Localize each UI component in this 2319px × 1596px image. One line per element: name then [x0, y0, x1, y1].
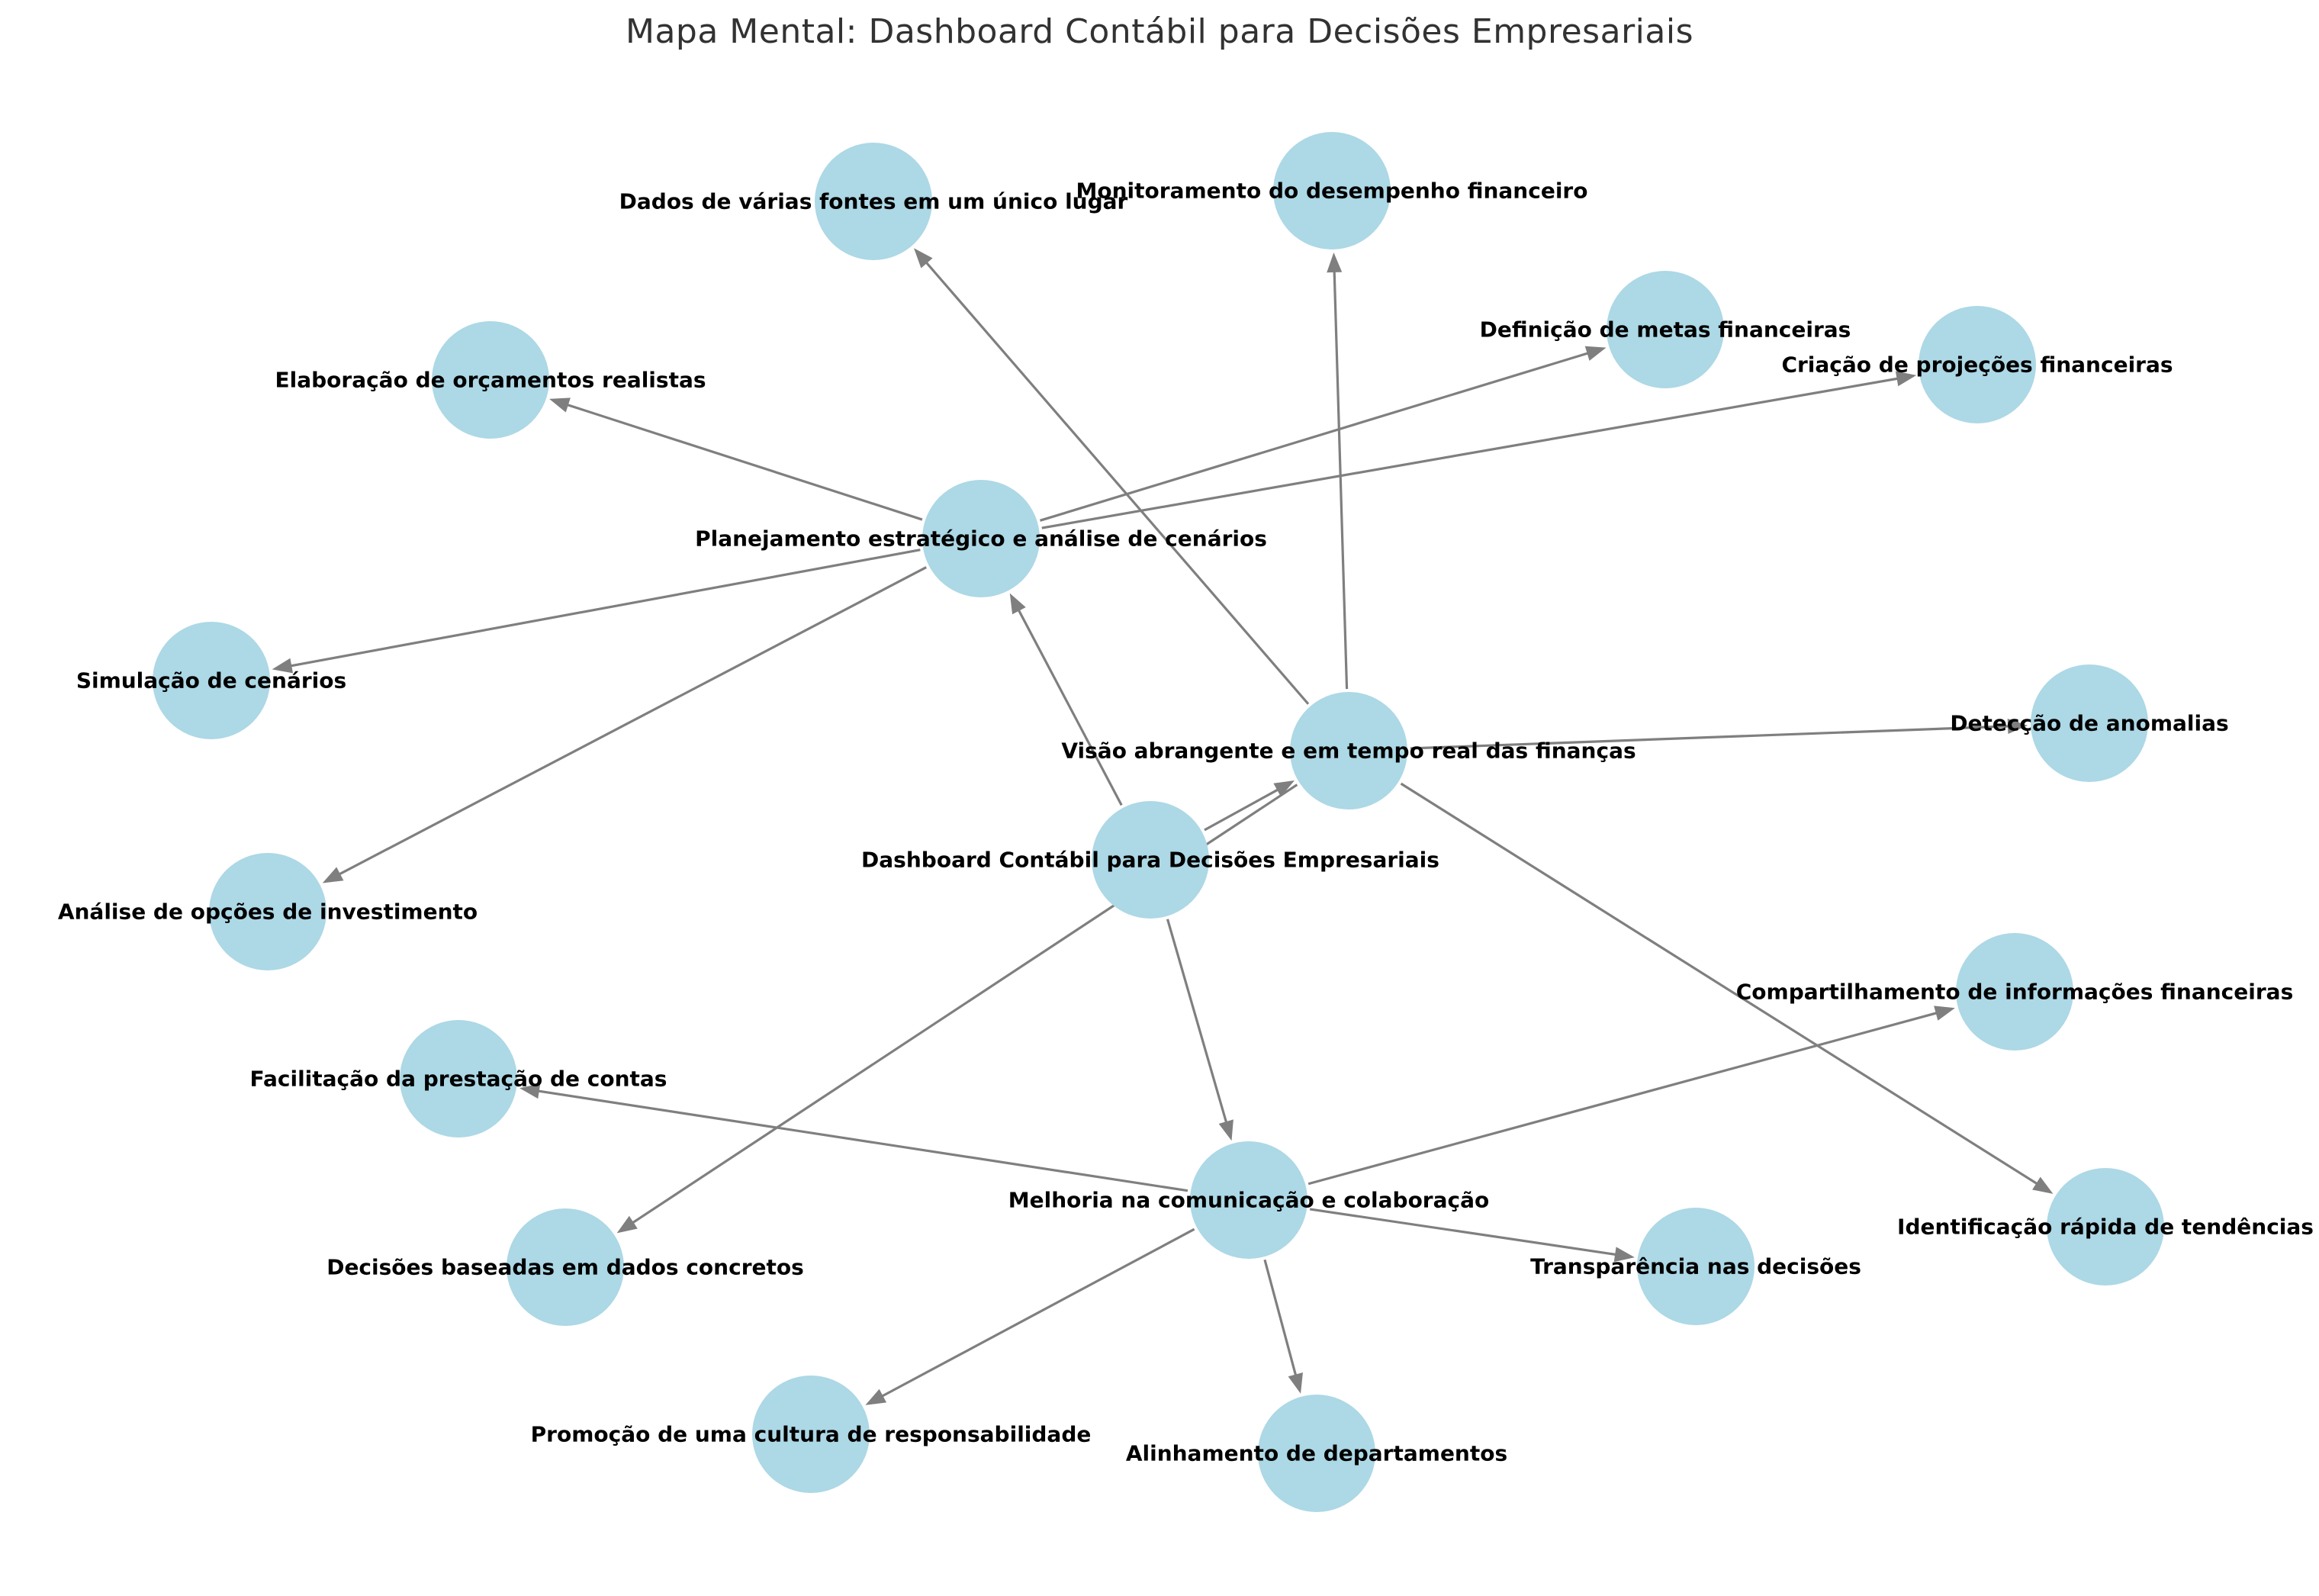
node-label-visao: Visão abrangente e em tempo real das fin…	[1061, 738, 1636, 764]
edge-line-planejamento-elaboracao	[563, 402, 923, 521]
node-label-decisoes: Decisões baseadas em dados concretos	[326, 1255, 804, 1280]
edge-arrowhead-melhoria-facilitacao	[519, 1083, 541, 1099]
node-circle-decisoes	[507, 1208, 624, 1326]
edge-line-melhoria-promocao	[878, 1228, 1195, 1399]
node-circle-compartilhamento	[1956, 933, 2073, 1051]
node-circle-simulacao	[153, 622, 270, 739]
node-label-definicao: Definição de metas financeiras	[1480, 317, 1851, 343]
edge-arrowhead-planejamento-definicao	[1584, 346, 1607, 361]
edge-arrowhead-melhoria-transparencia	[1613, 1247, 1635, 1263]
node-label-dashboard: Dashboard Contábil para Decisões Empresa…	[861, 848, 1439, 873]
node-circle-identificacao	[2047, 1168, 2164, 1285]
node-circle-promocao	[752, 1376, 870, 1493]
node-circle-analise	[209, 853, 326, 970]
node-label-monitoramento: Monitoramento do desempenho financeiro	[1076, 179, 1588, 204]
edge-arrowhead-visao-decisoes	[616, 1215, 638, 1234]
edge-arrowhead-dashboard-melhoria	[1218, 1119, 1233, 1141]
edge-arrowhead-visao-monitoramento	[1327, 252, 1343, 273]
node-circle-planejamento	[922, 480, 1040, 597]
node-circle-melhoria	[1190, 1141, 1307, 1259]
node-label-compartilhamento: Compartilhamento de informações financei…	[1736, 980, 2294, 1005]
edge-line-visao-dados	[922, 259, 1310, 705]
labels-layer: Dashboard Contábil para Decisões Empresa…	[58, 179, 2314, 1466]
node-label-elaboracao: Elaboração de orçamentos realistas	[275, 368, 706, 393]
edge-arrowhead-planejamento-elaboracao	[549, 397, 571, 413]
edge-arrowhead-planejamento-criacao	[1895, 371, 1917, 387]
edge-line-planejamento-criacao	[1041, 376, 1902, 529]
edge-line-planejamento-definicao	[1039, 350, 1592, 522]
edge-line-melhoria-compartilhamento	[1307, 1010, 1941, 1186]
edge-line-planejamento-analise	[335, 566, 927, 877]
node-label-melhoria: Melhoria na comunicação e colaboração	[1008, 1188, 1489, 1213]
edge-arrowhead-planejamento-analise	[322, 867, 344, 883]
edge-arrowhead-dashboard-planejamento	[1009, 593, 1026, 615]
edge-arrowhead-visao-dados	[914, 248, 933, 269]
edge-line-dashboard-visao	[1204, 787, 1282, 832]
edge-line-visao-identificacao	[1400, 782, 2041, 1187]
node-circle-alinhamento	[1258, 1395, 1375, 1512]
node-label-deteccao: Detecção de anomalias	[1950, 711, 2228, 736]
edges-layer	[272, 248, 2054, 1405]
edge-line-melhoria-alinhamento	[1263, 1259, 1298, 1379]
node-circle-visao	[1290, 692, 1407, 809]
chart-title: Mapa Mental: Dashboard Contábil para Dec…	[625, 12, 1693, 51]
node-label-dados: Dados de várias fontes em um único lugar	[619, 189, 1128, 214]
node-label-simulacao: Simulação de cenários	[76, 668, 346, 693]
node-label-planejamento: Planejamento estratégico e análise de ce…	[695, 526, 1267, 552]
edge-line-visao-monitoramento	[1333, 267, 1349, 690]
edge-arrowhead-planejamento-simulacao	[272, 658, 294, 674]
node-label-promocao: Promoção de uma cultura de responsabilid…	[531, 1422, 1092, 1447]
node-circle-transparencia	[1637, 1208, 1755, 1325]
node-label-alinhamento: Alinhamento de departamentos	[1126, 1441, 1507, 1466]
node-label-criacao: Criação de projeções financeiras	[1781, 352, 2173, 378]
edge-arrowhead-melhoria-promocao	[865, 1388, 887, 1405]
edge-arrowhead-melhoria-compartilhamento	[1934, 1006, 1955, 1021]
node-label-identificacao: Identificação rápida de tendências	[1897, 1215, 2314, 1240]
node-circle-elaboracao	[432, 321, 549, 439]
edge-line-melhoria-transparencia	[1309, 1208, 1620, 1257]
edge-line-dashboard-planejamento	[1015, 606, 1123, 806]
node-label-facilitacao: Facilitação da prestação de contas	[250, 1067, 667, 1092]
nodes-layer	[153, 132, 2164, 1512]
edge-arrowhead-visao-identificacao	[2032, 1176, 2054, 1194]
node-circle-facilitacao	[400, 1020, 517, 1137]
edge-line-melhoria-facilitacao	[534, 1089, 1188, 1192]
edge-line-dashboard-melhoria	[1166, 919, 1229, 1127]
edge-line-visao-deteccao	[1410, 725, 2013, 750]
node-circle-dados	[815, 143, 932, 260]
edge-line-planejamento-simulacao	[287, 549, 921, 668]
edge-arrowhead-melhoria-alinhamento	[1288, 1372, 1303, 1394]
node-label-transparencia: Transparência nas decisões	[1530, 1254, 1861, 1279]
node-circle-deteccao	[2031, 664, 2148, 782]
edge-arrowhead-dashboard-visao	[1273, 780, 1295, 797]
node-circle-definicao	[1607, 271, 1724, 388]
node-circle-criacao	[1919, 306, 2036, 423]
node-label-analise: Análise de opções de investimento	[58, 899, 478, 925]
node-circle-monitoramento	[1273, 132, 1391, 249]
edge-arrowhead-visao-deteccao	[2007, 718, 2028, 734]
node-circle-dashboard	[1092, 801, 1209, 919]
